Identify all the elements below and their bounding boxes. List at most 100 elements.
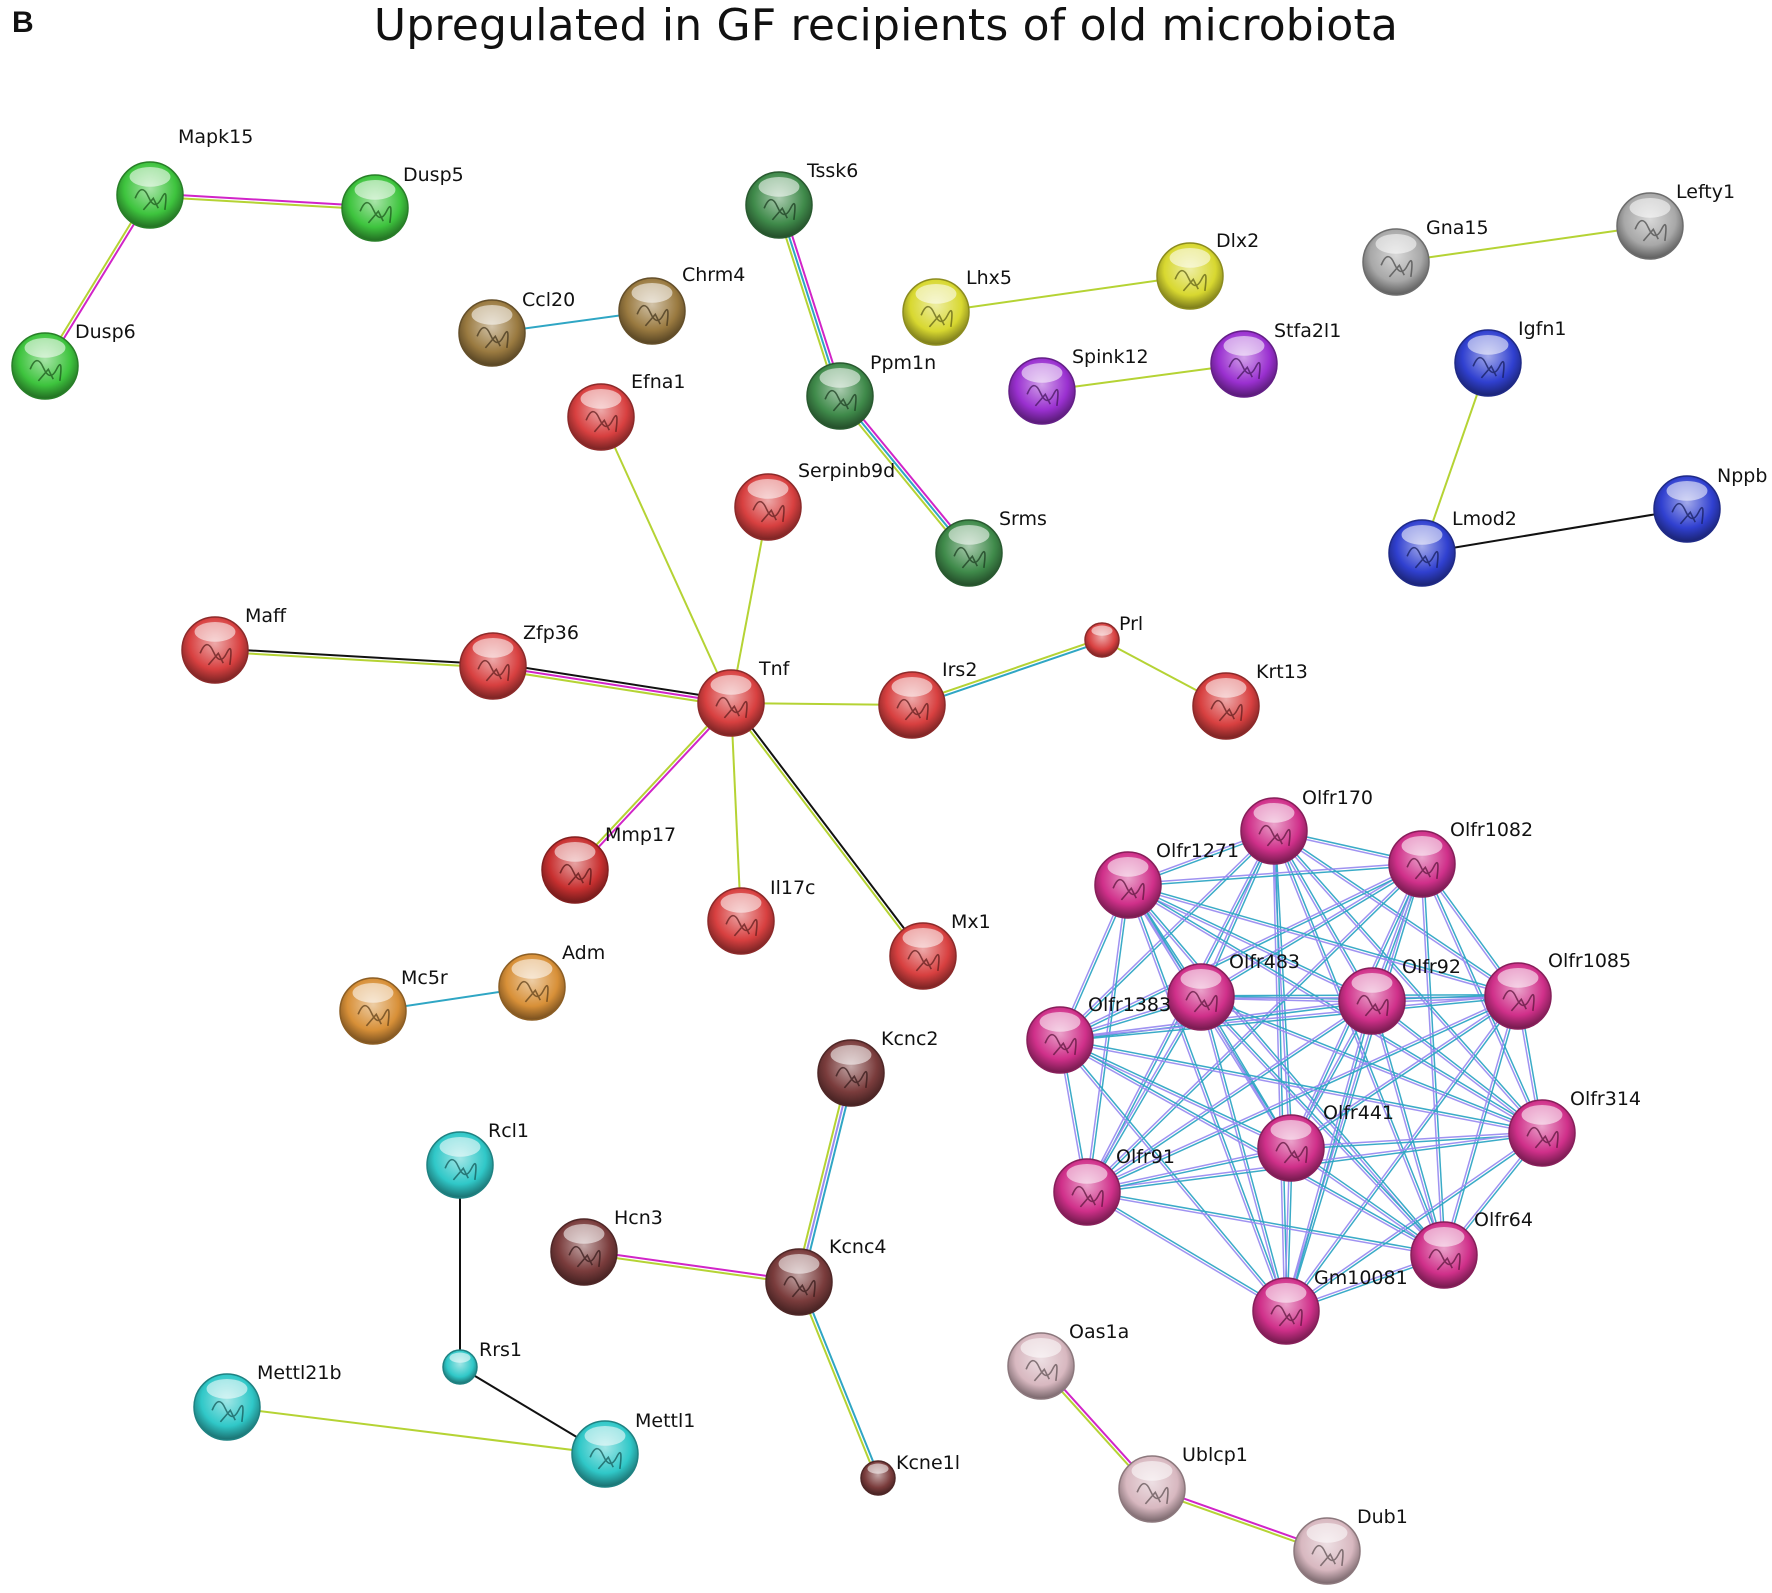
- node-highlight: [206, 1378, 248, 1399]
- node-lmod2[interactable]: Lmod2: [1388, 508, 1517, 587]
- node-dusp5[interactable]: Dusp5: [341, 164, 464, 242]
- node-label-irs2: Irs2: [942, 659, 977, 681]
- node-mc5r[interactable]: Mc5r: [339, 967, 448, 1045]
- protein-structure-icon: [725, 914, 758, 937]
- node-mmp17[interactable]: Mmp17: [541, 824, 676, 904]
- node-il17c[interactable]: Il17c: [707, 877, 816, 955]
- edge-channel-homology: [1086, 1192, 1444, 1258]
- node-tssk6[interactable]: Tssk6: [745, 160, 858, 239]
- edge-channel-text-mining: [226, 1406, 606, 1455]
- node-mapk15[interactable]: Mapk15: [116, 126, 253, 229]
- node-ccl20[interactable]: Ccl20: [458, 289, 575, 367]
- node-spink12[interactable]: Spink12: [1008, 346, 1149, 425]
- node-label-mc5r: Mc5r: [401, 967, 448, 989]
- node-oas1a[interactable]: Oas1a: [1007, 1321, 1129, 1400]
- node-kcnc2[interactable]: Kcnc2: [817, 1028, 938, 1107]
- node-serpinb9d[interactable]: Serpinb9d: [734, 460, 895, 541]
- node-stfa2l1[interactable]: Stfa2l1: [1210, 320, 1341, 398]
- node-olfr91[interactable]: Olfr91: [1053, 1146, 1175, 1226]
- node-rcl1[interactable]: Rcl1: [426, 1120, 529, 1199]
- node-olfr1383[interactable]: Olfr1383: [1026, 994, 1171, 1074]
- node-highlight: [1401, 835, 1443, 856]
- node-mx1[interactable]: Mx1: [889, 911, 991, 990]
- node-olfr1085[interactable]: Olfr1085: [1484, 950, 1631, 1030]
- edge-channel-text-mining: [573, 701, 731, 870]
- edge-channel-databases: [1286, 996, 1520, 1313]
- protein-structure-icon: [1671, 502, 1704, 525]
- node-kcnc4[interactable]: Kcnc4: [765, 1236, 886, 1316]
- edge-channel-databases: [1274, 830, 1294, 1148]
- edge-channel-databases: [1060, 1038, 1446, 1255]
- node-label-kcne1l: Kcne1l: [896, 1452, 960, 1474]
- node-kcne1l[interactable]: Kcne1l: [860, 1452, 960, 1496]
- node-olfr483[interactable]: Olfr483: [1167, 951, 1300, 1031]
- node-ublcp1[interactable]: Ublcp1: [1118, 1444, 1248, 1523]
- node-efna1[interactable]: Efna1: [567, 371, 685, 451]
- node-label-olfr1085: Olfr1085: [1548, 950, 1631, 972]
- node-label-tssk6: Tssk6: [806, 160, 858, 182]
- edge-channel-databases: [1128, 883, 1519, 996]
- node-hcn3[interactable]: Hcn3: [550, 1207, 663, 1286]
- edge-channel-homology: [1272, 831, 1542, 1135]
- node-olfr92[interactable]: Olfr92: [1338, 956, 1461, 1035]
- node-olfr1082[interactable]: Olfr1082: [1388, 819, 1533, 898]
- edge-channel-databases: [839, 395, 970, 554]
- node-highlight: [1265, 1282, 1307, 1303]
- edge-channel-databases: [1087, 885, 1131, 1193]
- node-olfr314[interactable]: Olfr314: [1508, 1088, 1641, 1167]
- edge-olfr92-olfr91: [1085, 999, 1374, 1194]
- edge-olfr1271-olfr1085: [1127, 883, 1519, 998]
- node-krt13[interactable]: Krt13: [1192, 661, 1308, 740]
- node-nppb[interactable]: Nppb: [1653, 465, 1767, 543]
- node-label-stfa2l1: Stfa2l1: [1274, 320, 1341, 342]
- node-lefty1[interactable]: Lefty1: [1616, 181, 1735, 260]
- node-igfn1[interactable]: Igfn1: [1454, 318, 1566, 397]
- node-maff[interactable]: Maff: [181, 605, 287, 684]
- edge-channel-text-mining: [214, 650, 493, 669]
- edge-channel-homology: [1442, 995, 1518, 1255]
- node-olfr1271[interactable]: Olfr1271: [1094, 840, 1239, 919]
- protein-structure-icon: [715, 696, 748, 719]
- node-label-lhx5: Lhx5: [966, 267, 1012, 289]
- node-dub1[interactable]: Dub1: [1293, 1506, 1408, 1585]
- edge-olfr483-gm10081: [1199, 996, 1288, 1312]
- node-tnf[interactable]: Tnf: [697, 658, 791, 737]
- node-rrs1[interactable]: Rrs1: [442, 1339, 522, 1385]
- protein-structure-icon: [783, 1275, 816, 1298]
- edge-channel-databases: [1274, 829, 1520, 996]
- protein-structure-icon: [585, 410, 618, 433]
- node-gna15[interactable]: Gna15: [1362, 217, 1489, 296]
- edge-channel-databases: [1444, 996, 1520, 1256]
- node-mettl21b[interactable]: Mettl21b: [193, 1362, 342, 1441]
- node-dusp6[interactable]: Dusp6: [11, 321, 136, 400]
- protein-structure-icon: [1428, 1248, 1461, 1271]
- edge-channel-co-expression: [493, 661, 732, 701]
- protein-structure-icon: [199, 643, 232, 666]
- node-label-lmod2: Lmod2: [1452, 508, 1517, 530]
- node-zfp36[interactable]: Zfp36: [459, 622, 579, 700]
- edge-olfr1271-olfr64: [1126, 883, 1446, 1257]
- edge-channel-homology: [1200, 997, 1542, 1135]
- edge-channel-text-mining: [1041, 363, 1245, 392]
- node-label-hcn3: Hcn3: [614, 1207, 663, 1229]
- node-adm[interactable]: Adm: [498, 942, 605, 1021]
- node-highlight: [1467, 334, 1509, 355]
- node-prl[interactable]: Prl: [1084, 613, 1143, 658]
- node-ppm1n[interactable]: Ppm1n: [806, 352, 936, 430]
- node-olfr64[interactable]: Olfr64: [1410, 1209, 1533, 1289]
- node-dlx2[interactable]: Dlx2: [1156, 230, 1259, 310]
- node-olfr441[interactable]: Olfr441: [1257, 1102, 1394, 1182]
- edge-channel-databases: [1201, 864, 1424, 999]
- node-gm10081[interactable]: Gm10081: [1252, 1267, 1408, 1345]
- edge-channel-homology: [1271, 831, 1291, 1149]
- node-chrm4[interactable]: Chrm4: [618, 264, 745, 345]
- node-irs2[interactable]: Irs2: [878, 659, 977, 739]
- edge-channel-text-mining: [149, 195, 375, 211]
- node-lhx5[interactable]: Lhx5: [902, 267, 1012, 346]
- protein-structure-icon: [896, 698, 929, 721]
- node-olfr170[interactable]: Olfr170: [1240, 787, 1373, 865]
- node-srms[interactable]: Srms: [935, 508, 1047, 587]
- edge-channel-co-expression: [215, 647, 494, 666]
- node-highlight: [1223, 335, 1265, 356]
- node-mettl1[interactable]: Mettl1: [571, 1410, 695, 1488]
